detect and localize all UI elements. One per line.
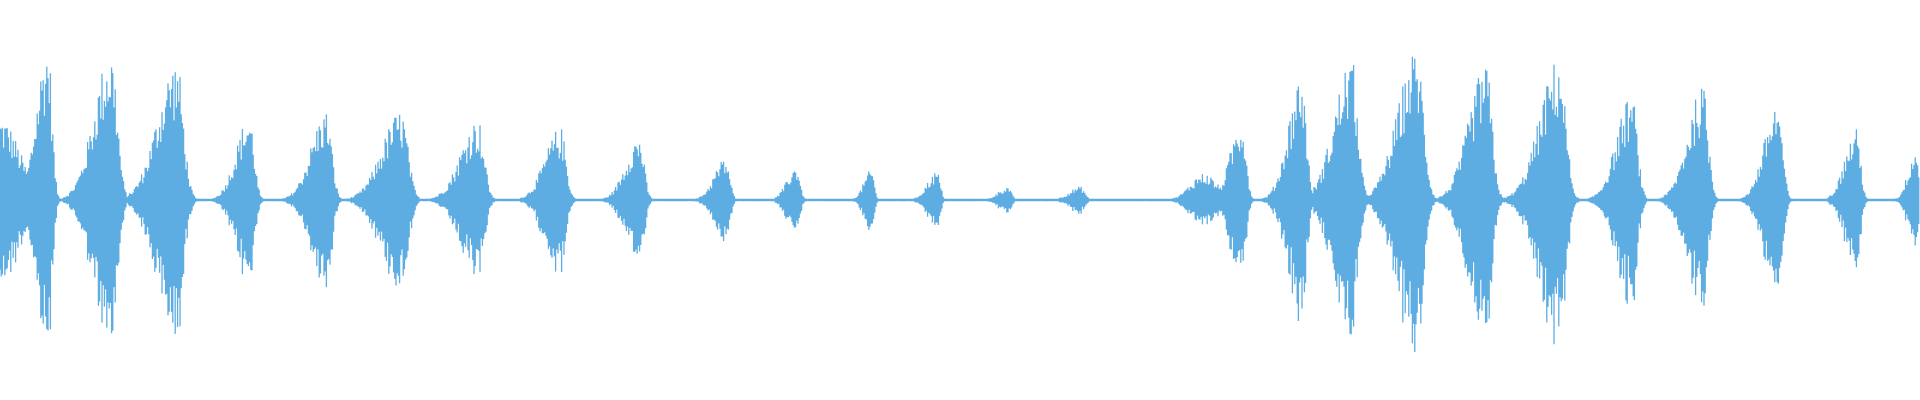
waveform-bars [0,56,1920,352]
waveform-trace [0,56,1920,352]
